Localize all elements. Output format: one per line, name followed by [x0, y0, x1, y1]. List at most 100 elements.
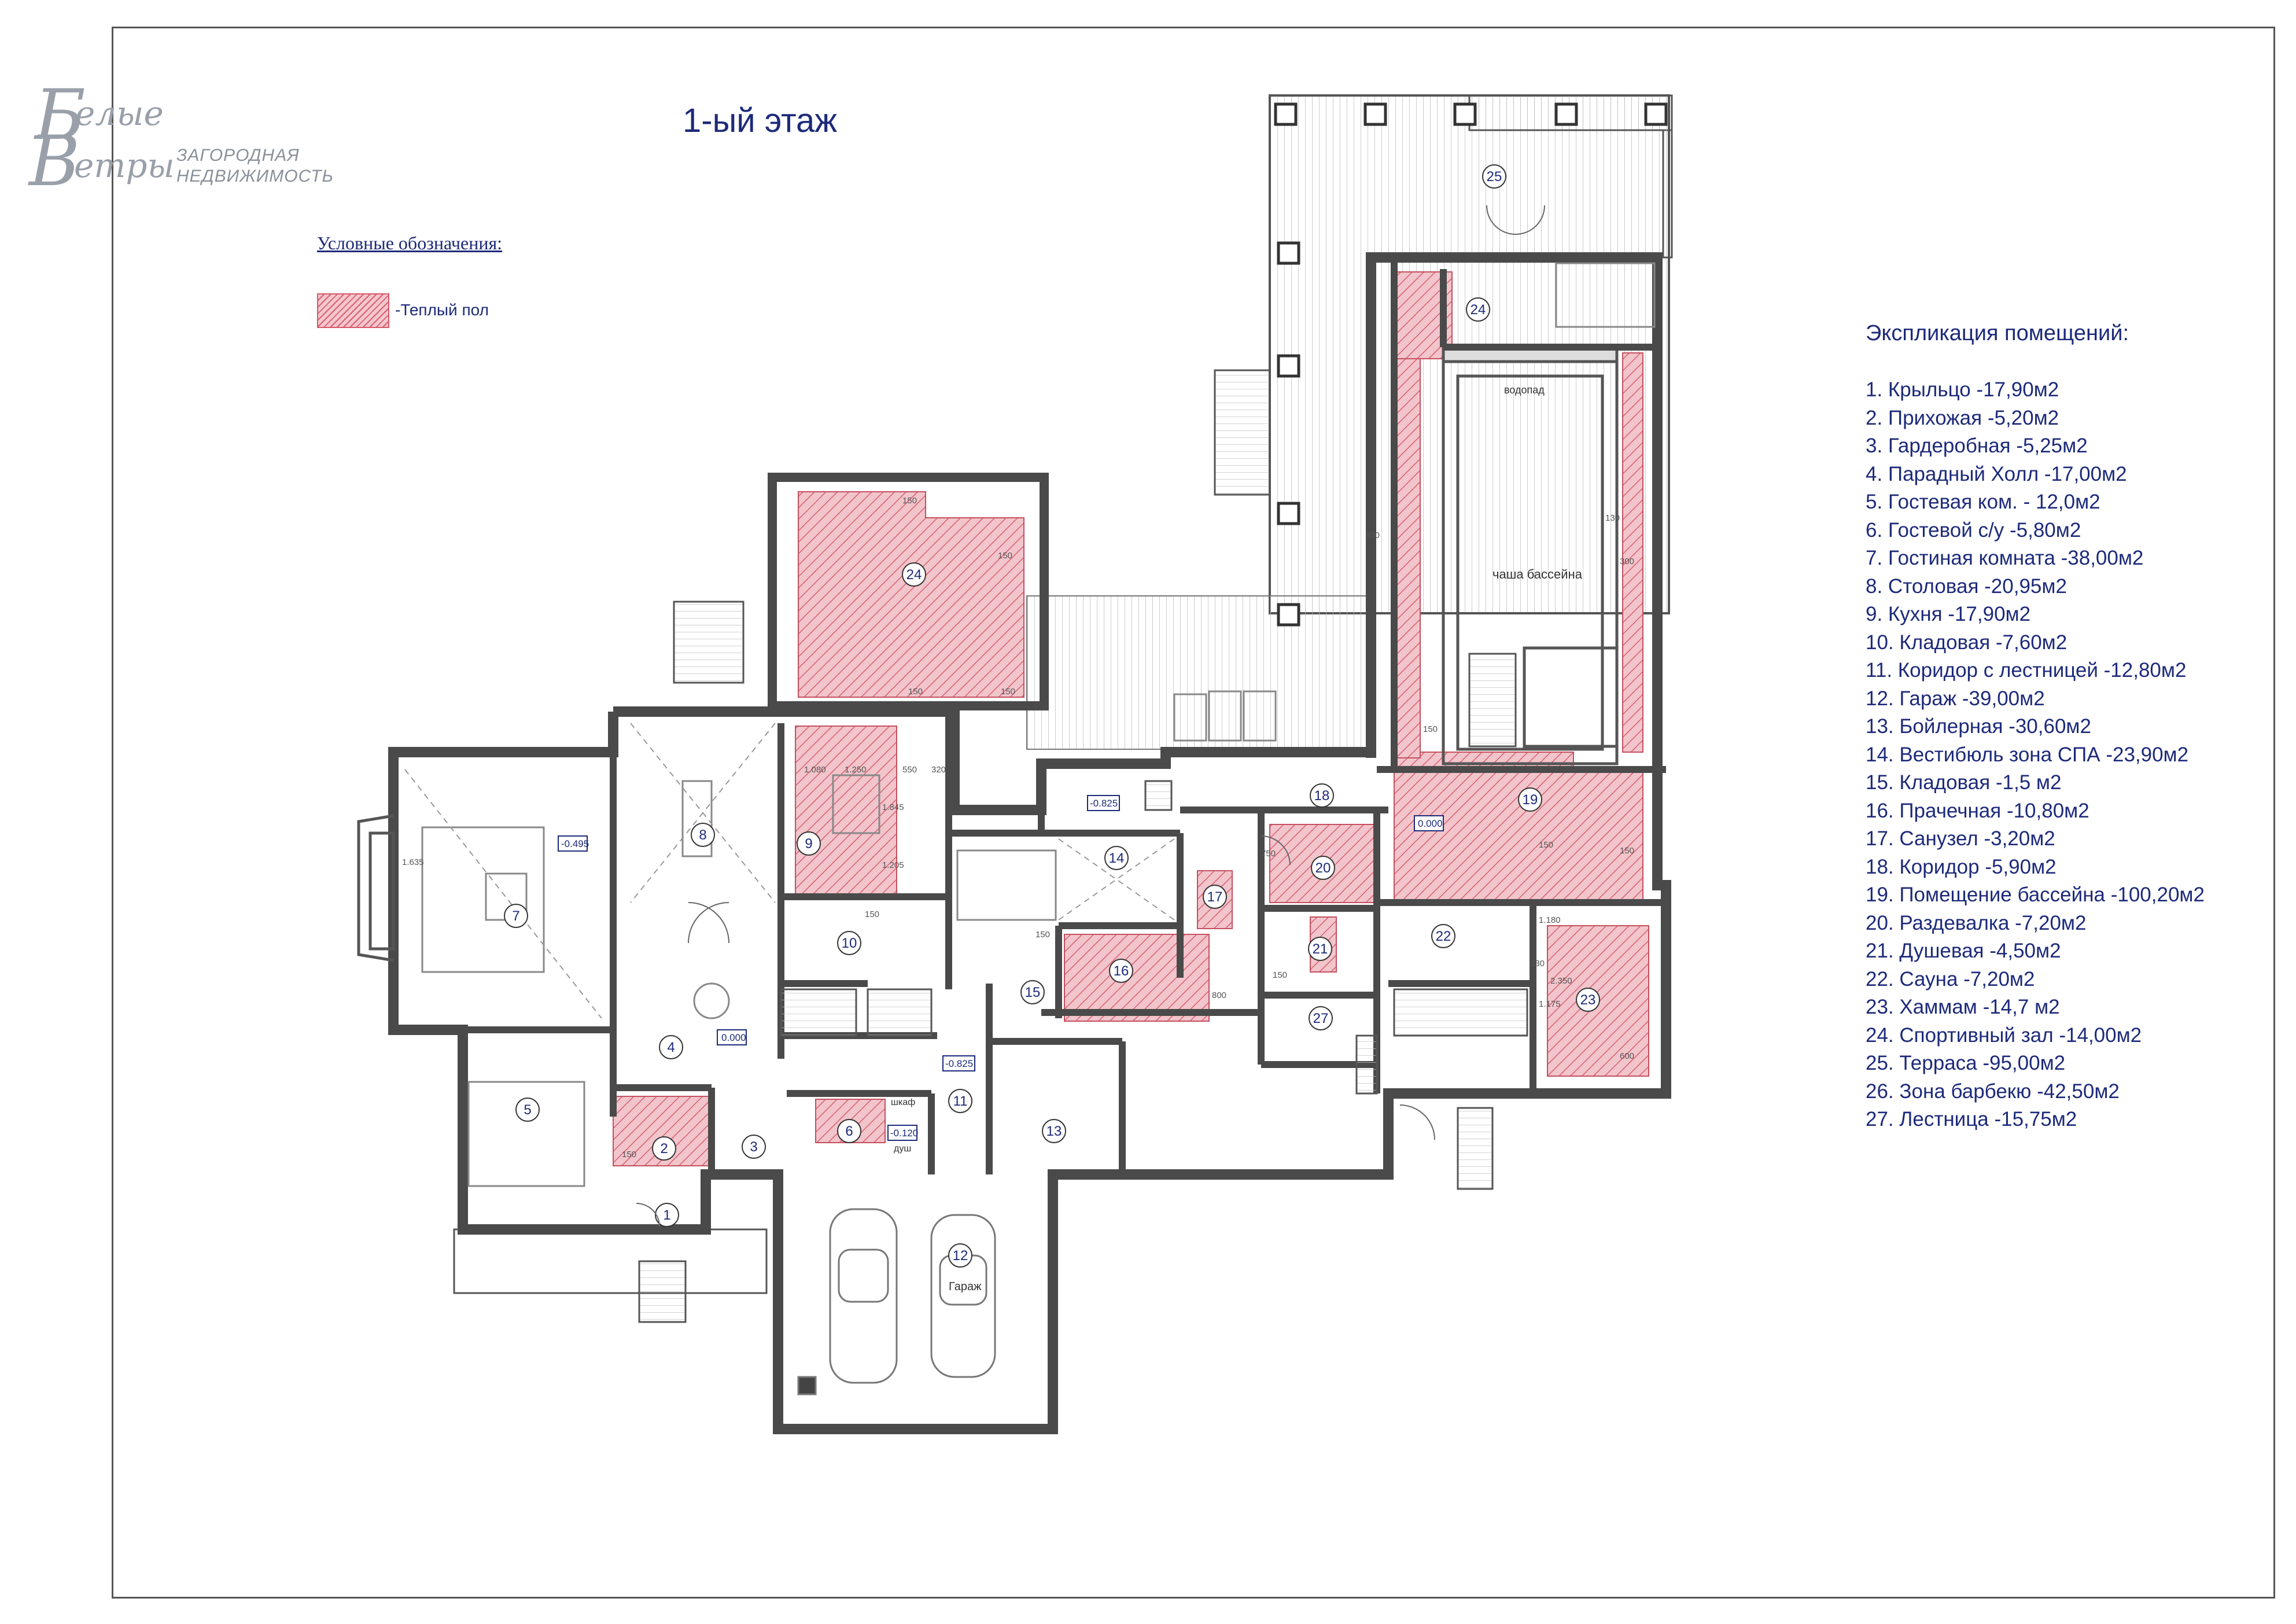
dim: 600 — [1620, 1051, 1634, 1061]
room-number: 9 — [805, 836, 812, 852]
dim: 830 — [1530, 959, 1545, 968]
list-item: 24. Спортивный зал -14,00м2 — [1866, 1023, 2142, 1047]
room-marker-18: 18 — [1310, 783, 1334, 808]
level-mark: -0.120 — [887, 1125, 918, 1141]
dim: 300 — [1365, 531, 1380, 540]
stairs — [780, 653, 1528, 1095]
level-value: -0.120 — [890, 1128, 918, 1139]
room-marker-1: 1 — [655, 1203, 679, 1227]
room-marker-22: 22 — [1431, 924, 1455, 948]
dim: 1.180 — [1539, 915, 1561, 925]
level-value: 0.000 — [721, 1032, 746, 1043]
room-marker-2: 2 — [652, 1136, 676, 1161]
room-number: 12 — [953, 1248, 968, 1264]
crossing-lines — [404, 723, 1175, 1019]
logo-line1: ЗАГОРОДНАЯ — [176, 146, 300, 165]
room-marker-3: 3 — [742, 1135, 766, 1159]
dim: 150 — [902, 496, 917, 506]
room-marker-10: 10 — [837, 931, 861, 955]
room-marker-20: 20 — [1311, 856, 1335, 880]
room-marker-27: 27 — [1309, 1006, 1333, 1030]
room-number: 27 — [1313, 1011, 1329, 1026]
room-number: 2 — [660, 1141, 668, 1157]
dim: 1.080 — [804, 765, 826, 775]
room-marker-5: 5 — [515, 1098, 540, 1122]
list-item: 10. Кладовая -7,60м2 — [1866, 631, 2067, 654]
explication-list: 1. Крыльцо -17,90м2 2. Прихожая -5,20м2 … — [1866, 376, 2236, 1134]
list-item: 22. Сауна -7,20м2 — [1866, 967, 2035, 990]
garage-label: Гараж — [949, 1280, 982, 1293]
room-number: 11 — [953, 1093, 968, 1109]
room-marker-23: 23 — [1576, 988, 1600, 1012]
list-item: 17. Санузел -3,20м2 — [1866, 827, 2055, 850]
logo-initial-bottom: В — [29, 121, 80, 202]
dim: 320 — [931, 765, 946, 775]
list-item: 25. Терраса -95,00м2 — [1866, 1052, 2066, 1074]
room-number: 24 — [1471, 302, 1486, 318]
garage-cars — [797, 1208, 996, 1395]
room-marker-15: 15 — [1020, 980, 1045, 1004]
room-marker-24-spa: 24 — [1466, 297, 1490, 322]
legend-heading: Условные обозначения: — [317, 233, 503, 253]
list-item: 5. Гостевая ком. - 12,0м2 — [1866, 491, 2100, 513]
room-number: 21 — [1313, 941, 1328, 957]
room-marker-11: 11 — [948, 1089, 972, 1113]
room-number: 3 — [750, 1139, 757, 1155]
room-marker-19: 19 — [1518, 787, 1542, 812]
dim: 150 — [1539, 840, 1553, 850]
dim: 150 — [1620, 846, 1634, 856]
room-number: 7 — [512, 908, 519, 924]
level-value: -0.495 — [561, 838, 589, 849]
logo-word-top: елые — [75, 94, 164, 133]
pool-bowl-label: чаша бассейна — [1492, 567, 1583, 581]
dim: 150 — [1001, 687, 1015, 697]
sheet-frame — [112, 27, 2275, 1599]
level-mark: -0.495 — [558, 835, 589, 852]
dim: 750 — [1261, 849, 1276, 859]
list-item: 4. Парадный Холл -17,00м2 — [1866, 462, 2127, 485]
legend-heated-floor-swatch — [317, 293, 389, 328]
room-marker-13: 13 — [1042, 1119, 1066, 1143]
list-item: 16. Прачечная -10,80м2 — [1866, 799, 2089, 822]
level-mark: -0.825 — [942, 1055, 975, 1071]
terrace-columns — [1274, 102, 1668, 627]
room-marker-4: 4 — [659, 1035, 683, 1059]
logo-line2: НЕДВИЖИМОСТЬ — [176, 167, 334, 186]
room-number: 1 — [663, 1207, 670, 1223]
dim: 800 — [1212, 990, 1226, 1000]
room-marker-9: 9 — [797, 831, 821, 856]
logo-word-bottom: етры — [74, 146, 175, 185]
level-mark: 0.000 — [717, 1029, 747, 1045]
room-marker-8: 8 — [691, 823, 715, 847]
dim: 300 — [1620, 557, 1634, 566]
room-marker-24-gym: 24 — [902, 562, 926, 587]
room-number: 19 — [1523, 792, 1538, 808]
room-number-markers: 1 2 3 4 5 6 7 8 9 10 11 12 13 14 15 16 1… — [504, 164, 1600, 1268]
level-value: -0.825 — [945, 1058, 973, 1069]
building-walls — [388, 252, 1671, 1434]
list-item: 19. Помещение бассейна -100,20м2 — [1866, 883, 2205, 906]
room-number: 18 — [1314, 788, 1330, 804]
company-logo: Б елые В етры ЗАГОРОДНАЯ НЕДВИЖИМОСТЬ — [29, 75, 353, 208]
dim: 550 — [902, 765, 917, 775]
room-number: 17 — [1207, 889, 1223, 905]
list-item: 11. Коридор с лестницей -12,80м2 — [1866, 659, 2187, 682]
room-number: 22 — [1436, 929, 1451, 944]
dim: 150 — [1423, 724, 1438, 734]
room-number: 23 — [1580, 992, 1596, 1008]
room-marker-14: 14 — [1104, 846, 1129, 870]
room-marker-7: 7 — [504, 904, 528, 928]
room-marker-12: 12 — [948, 1243, 972, 1268]
list-item: 18. Коридор -5,90м2 — [1866, 855, 2057, 878]
closet-label: шкаф — [891, 1098, 915, 1107]
logo-initial-top: Б — [35, 75, 86, 156]
plan-labels: чаша бассейна водопад Гараж шкаф душ — [891, 384, 1583, 1293]
room-number: 14 — [1109, 850, 1125, 866]
list-item: 3. Гардеробная -5,25м2 — [1866, 434, 2088, 457]
list-item: 20. Раздевалка -7,20м2 — [1866, 911, 2087, 934]
room-marker-21: 21 — [1308, 937, 1332, 961]
room-number: 20 — [1315, 860, 1331, 876]
list-item: 12. Гараж -39,00м2 — [1866, 687, 2045, 710]
